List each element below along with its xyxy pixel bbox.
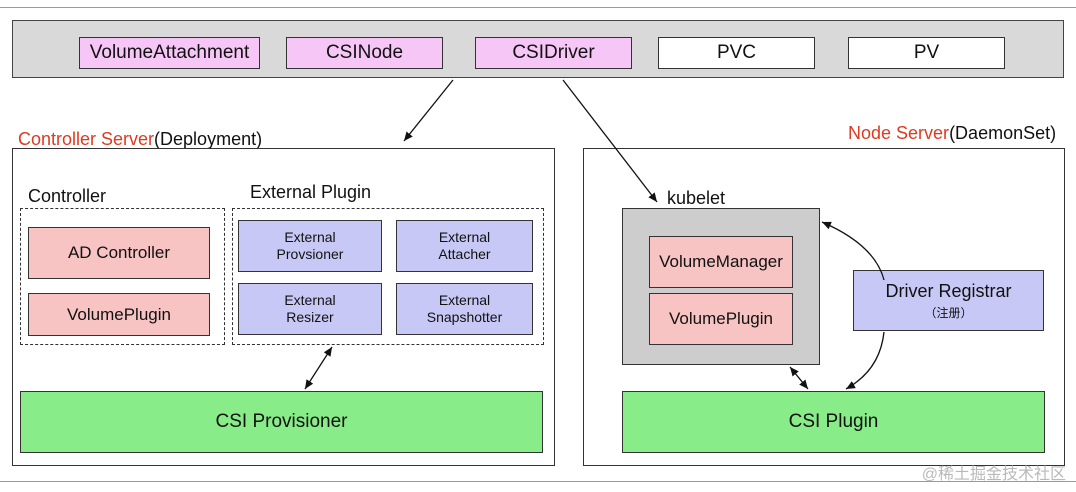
external-snapshotter-line1: External bbox=[438, 292, 491, 308]
external-resizer-line1: External bbox=[284, 292, 336, 308]
driver-registrar-label: Driver Registrar bbox=[885, 280, 1012, 301]
controller-server-name: Controller Server bbox=[18, 129, 155, 149]
csi-provisioner-box: CSI Provisioner bbox=[20, 391, 543, 453]
driver-registrar-box: Driver Registrar （注册） bbox=[853, 270, 1044, 331]
node-volumeplugin-box: VolumePlugin bbox=[649, 293, 793, 345]
controller-group-label: Controller bbox=[28, 186, 107, 206]
kubelet-label: kubelet bbox=[667, 188, 726, 208]
controller-group bbox=[20, 208, 225, 345]
api-objects-bar: VolumeAttachment CSINode CSIDriver PVC P… bbox=[12, 20, 1064, 78]
chip-pvc: PVC bbox=[658, 37, 815, 69]
arrow-kubelet-csiplugin bbox=[789, 366, 809, 390]
external-plugin-group bbox=[232, 208, 544, 345]
arrow-registrar-to-csiplugin bbox=[845, 331, 885, 390]
top-divider bbox=[0, 7, 1076, 8]
node-server-kind: (DaemonSet) bbox=[949, 123, 1057, 143]
arrow-csidriver-to-controller bbox=[403, 79, 454, 142]
arrow-registrar-to-kubelet bbox=[821, 221, 885, 281]
chip-csinode: CSINode bbox=[286, 37, 443, 69]
external-attacher-line2: Attacher bbox=[438, 246, 491, 262]
watermark: @稀土掘金技术社区 bbox=[921, 466, 1066, 483]
driver-registrar-sub: （注册） bbox=[924, 305, 973, 320]
external-snapshotter-box: External Snapshotter bbox=[396, 283, 533, 335]
external-provisioner-box: External Provsioner bbox=[238, 220, 382, 272]
controller-server-kind: (Deployment) bbox=[154, 129, 263, 149]
external-provisioner-line2: Provsioner bbox=[276, 246, 344, 262]
chip-csidriver: CSIDriver bbox=[475, 37, 632, 69]
external-attacher-box: External Attacher bbox=[396, 220, 533, 272]
bottom-divider bbox=[0, 481, 1076, 482]
controller-server-title: Controller Server(Deployment) bbox=[18, 129, 262, 150]
external-provisioner-line1: External bbox=[284, 229, 336, 245]
external-resizer-line2: Resizer bbox=[286, 309, 334, 325]
node-server-name: Node Server bbox=[848, 123, 950, 143]
controller-volumeplugin-box: VolumePlugin bbox=[28, 293, 210, 336]
external-snapshotter-line2: Snapshotter bbox=[426, 309, 503, 325]
chip-volumeattachment: VolumeAttachment bbox=[79, 37, 260, 69]
arrow-plugins-provisioner bbox=[304, 346, 333, 390]
node-server-title: Node Server(DaemonSet) bbox=[848, 123, 1056, 144]
external-resizer-box: External Resizer bbox=[238, 283, 382, 335]
volumemanager-box: VolumeManager bbox=[649, 236, 793, 288]
ad-controller-box: AD Controller bbox=[28, 227, 210, 279]
arrow-csidriver-to-kubelet bbox=[562, 79, 658, 203]
external-plugin-label: External Plugin bbox=[250, 182, 372, 202]
csi-plugin-box: CSI Plugin bbox=[622, 391, 1045, 453]
chip-pv: PV bbox=[848, 37, 1005, 69]
external-attacher-line1: External bbox=[438, 229, 491, 245]
